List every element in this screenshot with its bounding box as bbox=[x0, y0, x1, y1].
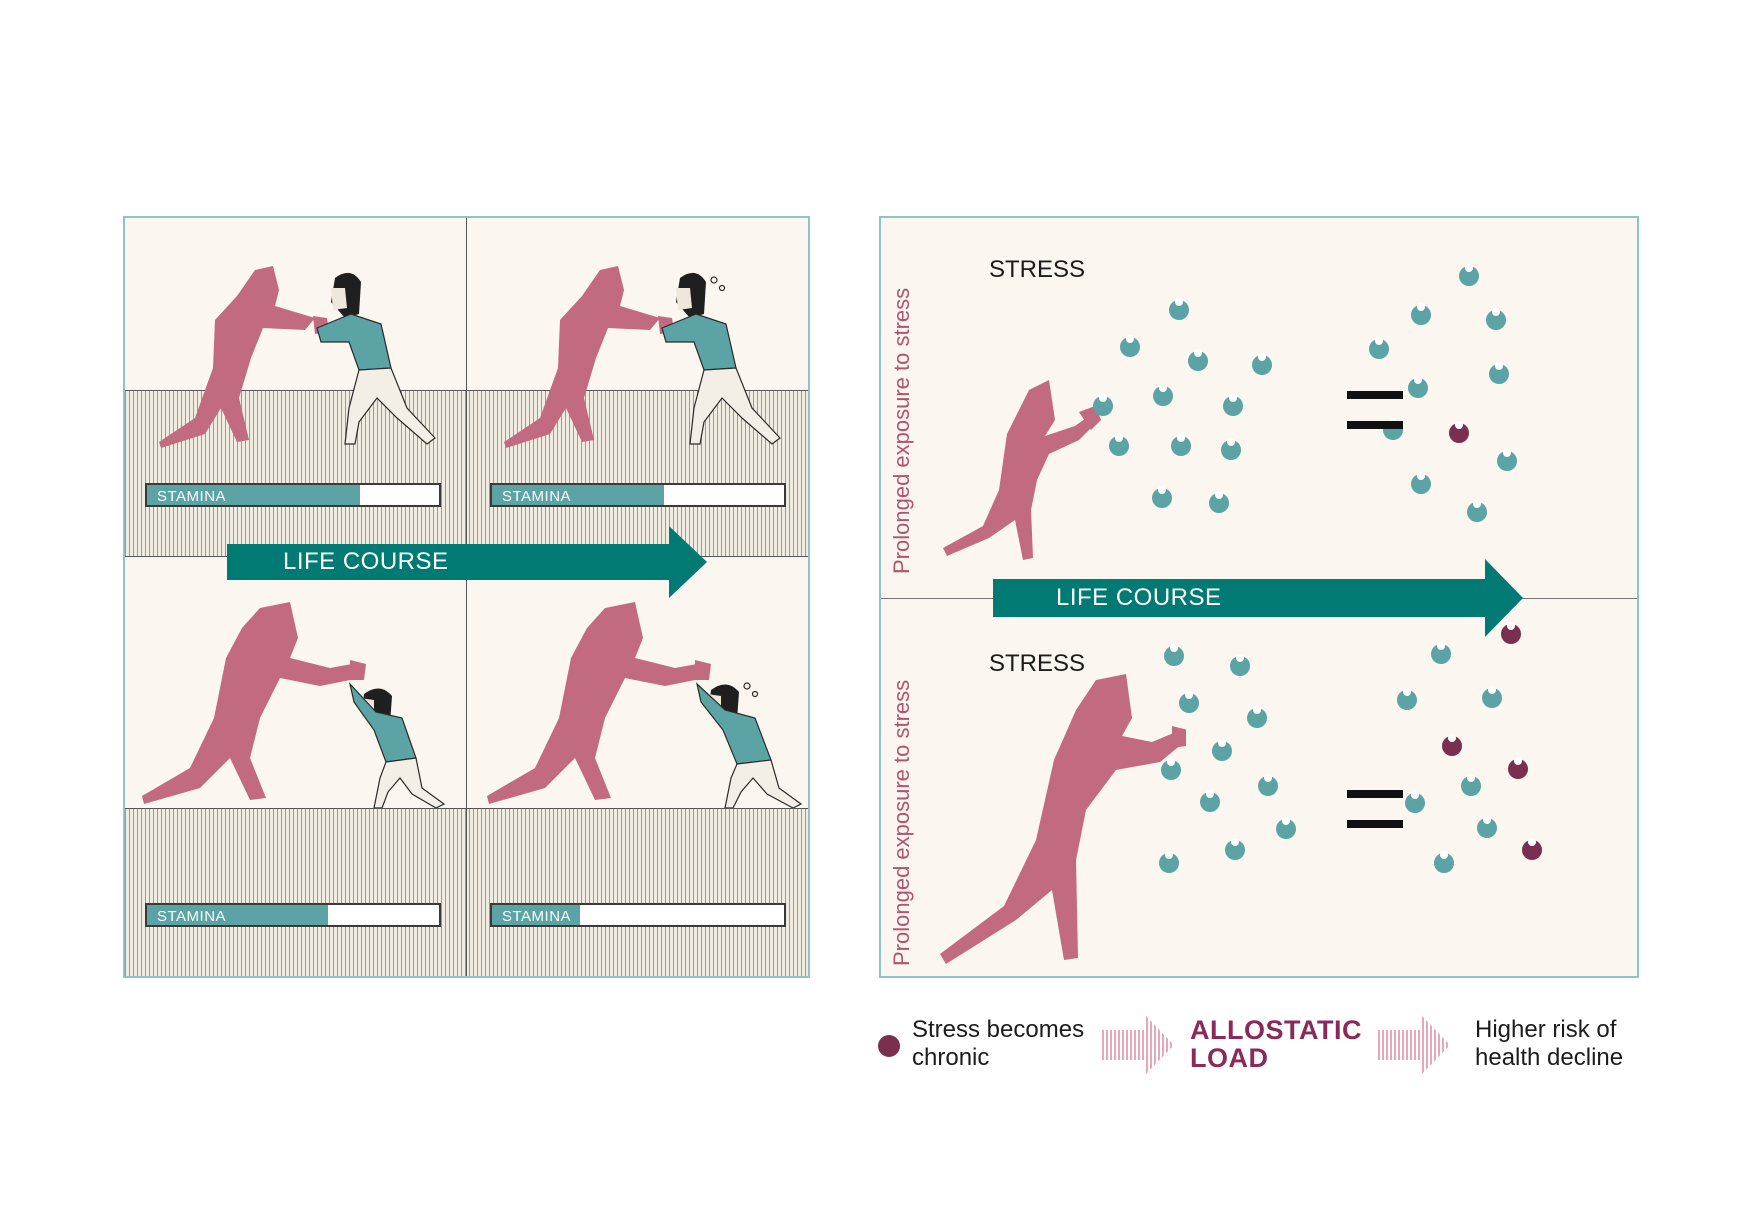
stamina-bar-older-exhausted: STAMINA bbox=[490, 903, 786, 927]
legend-chronic-line1: Stress becomes bbox=[912, 1016, 1085, 1043]
stamina-fill bbox=[492, 905, 580, 925]
stress-dot bbox=[1431, 642, 1451, 664]
stamina-bar-older-strained: STAMINA bbox=[145, 903, 441, 927]
stress-dot bbox=[1482, 686, 1502, 708]
ground-line bbox=[125, 390, 808, 391]
stress-dot bbox=[1179, 691, 1199, 713]
legend-arrow-icon bbox=[1102, 1016, 1174, 1074]
stress-dot bbox=[1161, 758, 1181, 780]
stress-dot bbox=[1221, 438, 1241, 460]
stress-dot bbox=[1467, 500, 1487, 522]
life-course-arrow bbox=[993, 559, 1523, 637]
stress-dot bbox=[1169, 298, 1189, 320]
stress-dot bbox=[1434, 851, 1454, 873]
life-course-label: LIFE COURSE bbox=[1056, 584, 1222, 611]
chronic-stress-dot bbox=[1522, 838, 1542, 860]
stress-dot bbox=[1225, 838, 1245, 860]
stress-dot bbox=[1120, 335, 1140, 357]
stamina-fill bbox=[147, 905, 329, 925]
stress-dot bbox=[1171, 434, 1191, 456]
stress-dot bbox=[1276, 817, 1296, 839]
stress-exposure-panel: Prolonged exposure to stress Prolonged e… bbox=[879, 216, 1639, 978]
stress-dot bbox=[1258, 774, 1278, 796]
stress-label-bottom: STRESS bbox=[989, 650, 1086, 677]
stress-dot bbox=[1405, 791, 1425, 813]
wrestling-figures-older-exhausted bbox=[487, 602, 803, 808]
person-throwing-stress-older bbox=[940, 674, 1186, 964]
legend-stress-chronic: Stress becomes chronic bbox=[912, 1016, 1084, 1072]
legend-health-decline: Higher risk of health decline bbox=[1475, 1016, 1623, 1072]
chronic-stress-dot bbox=[1501, 622, 1521, 644]
stress-dot bbox=[1497, 449, 1517, 471]
stress-dot bbox=[1369, 337, 1389, 359]
legend-allostatic-line1: ALLOSTATIC bbox=[1190, 1015, 1362, 1045]
stamina-comic-panel: STAMINA STAMINA STAMINA STAMINA LIFE COU… bbox=[123, 216, 810, 978]
stress-dot bbox=[1486, 308, 1506, 330]
stress-dot bbox=[1461, 774, 1481, 796]
stress-dot bbox=[1109, 434, 1129, 456]
stamina-fill bbox=[147, 485, 361, 505]
equals-sign-bottom bbox=[1347, 790, 1403, 828]
stress-dot bbox=[1247, 706, 1267, 728]
stamina-label: STAMINA bbox=[502, 488, 572, 505]
stress-dot bbox=[1153, 384, 1173, 406]
equals-sign-top bbox=[1347, 391, 1403, 429]
ground-line bbox=[125, 808, 808, 809]
stress-dot bbox=[1489, 362, 1509, 384]
chronic-stress-dot bbox=[1442, 734, 1462, 756]
chronic-stress-dot bbox=[1449, 421, 1469, 443]
life-course-label: LIFE COURSE bbox=[283, 548, 449, 575]
stress-dot bbox=[1408, 376, 1428, 398]
stress-dot bbox=[1188, 349, 1208, 371]
wrestling-figures-older-strained bbox=[142, 602, 446, 808]
legend-allostatic-line2: LOAD bbox=[1190, 1043, 1269, 1073]
stress-dot bbox=[1212, 739, 1232, 761]
legend-risk-line2: health decline bbox=[1475, 1044, 1624, 1071]
legend-arrow-icon bbox=[1378, 1016, 1450, 1074]
stamina-label: STAMINA bbox=[157, 488, 227, 505]
stress-dot bbox=[1477, 816, 1497, 838]
life-course-arrow bbox=[227, 526, 707, 598]
stress-dot bbox=[1397, 688, 1417, 710]
stress-dot bbox=[1252, 353, 1272, 375]
wrestling-figures-young-fresh bbox=[159, 266, 436, 448]
stress-dot bbox=[1459, 264, 1479, 286]
stress-dot bbox=[1164, 644, 1184, 666]
frame-divider-vertical bbox=[466, 218, 467, 976]
stress-dot bbox=[1093, 394, 1113, 416]
stress-dot bbox=[1230, 654, 1250, 676]
stamina-label: STAMINA bbox=[157, 908, 227, 925]
stress-dot bbox=[1209, 491, 1229, 513]
stress-dot bbox=[1223, 394, 1243, 416]
legend-risk-line1: Higher risk of bbox=[1475, 1016, 1617, 1043]
stamina-bar-young-sweating: STAMINA bbox=[490, 483, 786, 507]
wrestling-figures-young-sweating bbox=[504, 266, 781, 448]
stress-dot bbox=[1159, 851, 1179, 873]
stamina-bar-young-fresh: STAMINA bbox=[145, 483, 441, 507]
stress-dots-layer bbox=[1093, 264, 1542, 873]
stress-dot bbox=[1200, 790, 1220, 812]
stress-label-top: STRESS bbox=[989, 256, 1086, 283]
stress-dot bbox=[1152, 486, 1172, 508]
stress-dot bbox=[1411, 472, 1431, 494]
chronic-stress-dot bbox=[1508, 757, 1528, 779]
legend-allostatic-load: ALLOSTATIC LOAD bbox=[1190, 1016, 1362, 1072]
legend-chronic-line2: chronic bbox=[912, 1044, 990, 1071]
stamina-label: STAMINA bbox=[502, 908, 572, 925]
stamina-fill bbox=[492, 485, 665, 505]
stress-dot bbox=[1411, 303, 1431, 325]
chronic-stress-dot-icon bbox=[878, 1035, 900, 1057]
